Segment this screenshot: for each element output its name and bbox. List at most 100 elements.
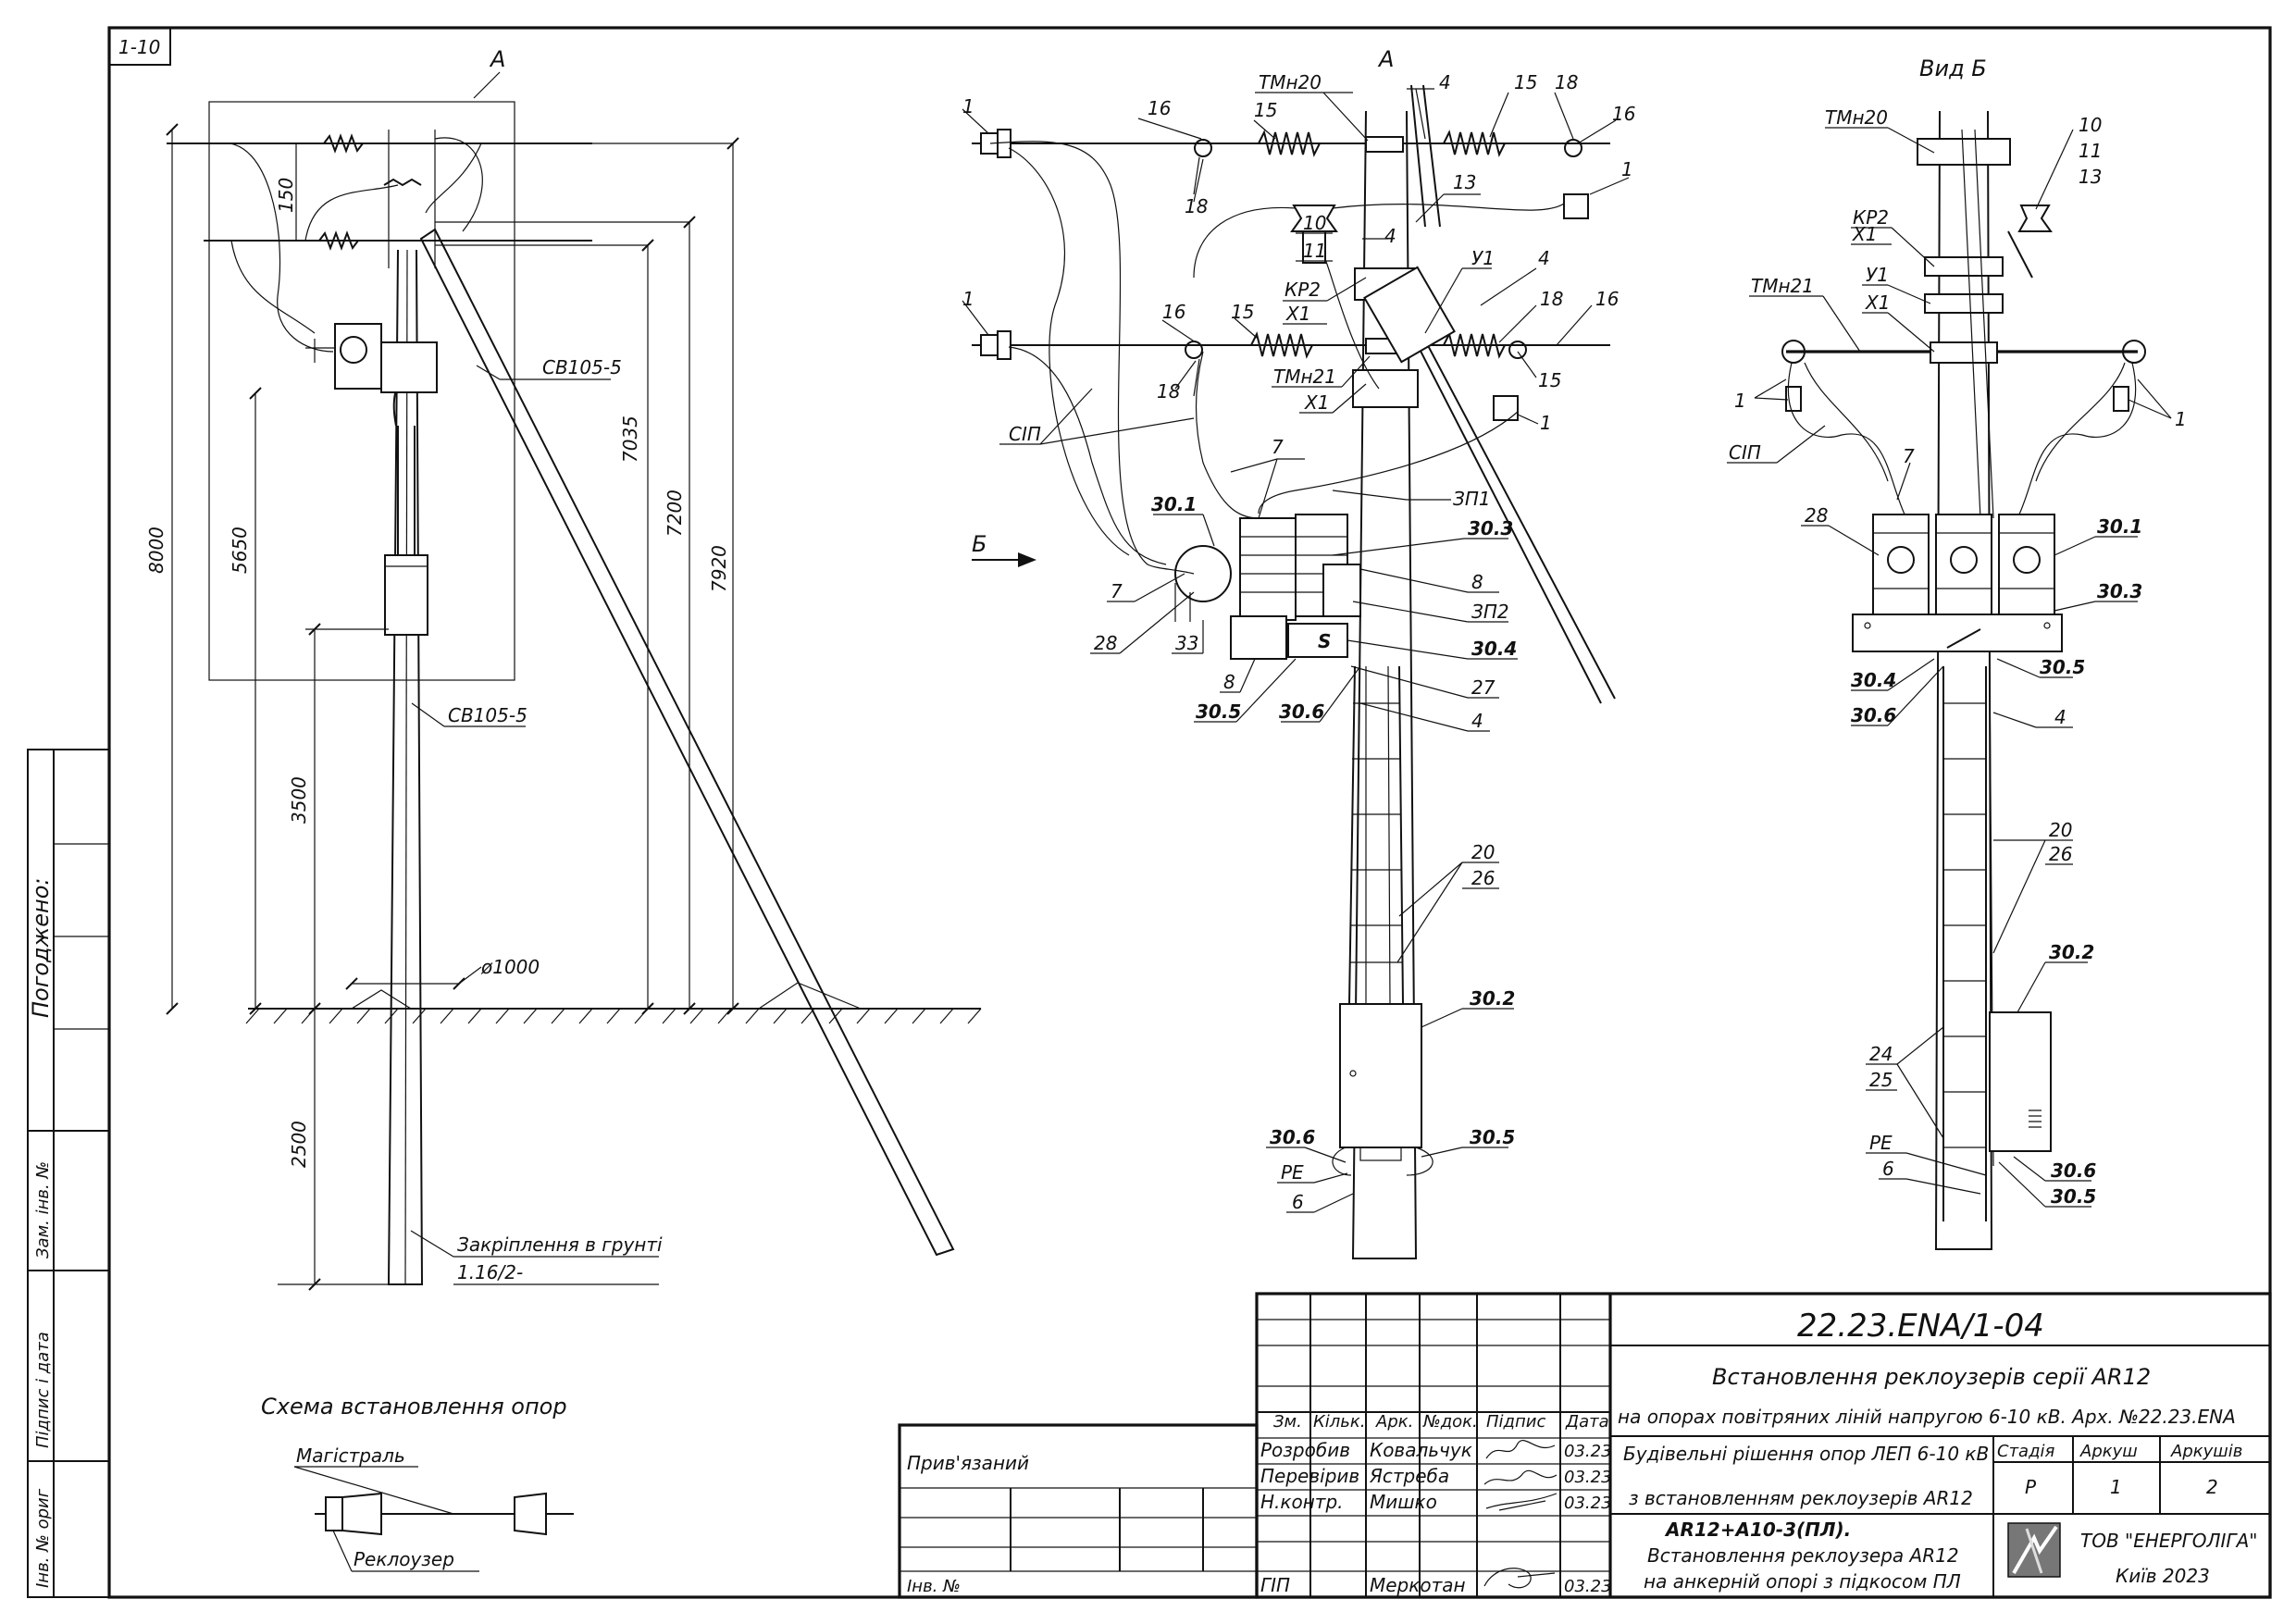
company-city: Київ 2023 — [2116, 1565, 2210, 1587]
label-15d: 15 — [1231, 301, 1254, 323]
label-tmn20: ТМн20 — [1259, 71, 1322, 93]
label-6: 6 — [1292, 1191, 1304, 1213]
label-x1b: Х1 — [1304, 391, 1329, 414]
signature-date-label: Підпис і дата — [33, 1332, 53, 1448]
vb-label-u1: У1 — [1866, 264, 1889, 286]
row-name-3: Мишко — [1370, 1491, 1437, 1513]
label-r304: 30.4 — [1471, 638, 1517, 660]
vb-label-sip: СІП — [1729, 441, 1761, 464]
label-r306a: 30.6 — [1279, 700, 1324, 723]
sheets-header: Аркушів — [2170, 1442, 2242, 1461]
signatures — [1483, 1440, 1558, 1589]
vb-label-r302: 30.2 — [2049, 941, 2094, 963]
label-8b: 8 — [1223, 671, 1235, 693]
recloser-body: S — [1174, 514, 1361, 660]
label-1b: 1 — [962, 288, 974, 310]
title-line-1: Встановлення реклоузерів серії AR12 — [1712, 1364, 2151, 1390]
switch-letter: S — [1318, 630, 1331, 652]
corner-label: 1-10 — [118, 36, 160, 58]
label-16d: 16 — [1162, 301, 1185, 323]
label-r302: 30.2 — [1470, 987, 1515, 1010]
fixing-code-label: 1.16/2- — [457, 1261, 523, 1283]
dim-7920: 7920 — [708, 545, 730, 592]
label-18a: 18 — [1185, 195, 1208, 217]
label-18b: 18 — [1555, 71, 1578, 93]
side-strut — [419, 228, 955, 1257]
dim-diameter: ø1000 — [480, 956, 540, 978]
row-date-1: 03.23 — [1564, 1442, 1612, 1461]
pole-label: СВ105-5 — [448, 704, 527, 726]
label-8a: 8 — [1471, 571, 1483, 593]
hdr-zm: Зм. — [1273, 1412, 1302, 1432]
sheet-header: Аркуш — [2079, 1442, 2138, 1461]
dim-7035: 7035 — [619, 415, 641, 463]
label-18c: 18 — [1540, 288, 1563, 310]
doc-code: 22.23.ENA/1-04 — [1797, 1308, 2044, 1345]
fixing-label: Закріплення в грунті — [457, 1233, 663, 1256]
label-18d: 18 — [1157, 380, 1180, 403]
label-15a: 15 — [1254, 99, 1277, 121]
row-name-1: Ковальчук — [1370, 1439, 1472, 1461]
vb-label-r305: 30.5 — [2040, 656, 2085, 678]
row-date-4: 03.23 — [1564, 1577, 1612, 1596]
clamps — [980, 129, 1589, 421]
label-r305a: 30.5 — [1196, 700, 1241, 723]
dim-5650: 5650 — [229, 527, 251, 574]
vb-label-7: 7 — [1903, 445, 1915, 467]
vb-label-24: 24 — [1869, 1043, 1893, 1065]
vb-label-x1b: Х1 — [1865, 291, 1890, 314]
orig-inv-label: Інв. № ориг — [33, 1488, 53, 1588]
ground-hatching — [245, 1008, 982, 1024]
vb-label-tmn21: ТМн21 — [1751, 275, 1814, 297]
stage-header: Стадія — [1997, 1442, 2055, 1461]
main-line-label: Магістраль — [296, 1444, 405, 1467]
view-b-labels: ТМн20 КР2 Х1 ТМн21 У1 Х1 10 11 13 1 1 — [1727, 106, 2187, 1208]
stage-value: Р — [2025, 1476, 2037, 1498]
label-4a: 4 — [1439, 71, 1451, 93]
vb-label-26: 26 — [2049, 843, 2072, 865]
label-7b: 7 — [1111, 580, 1123, 602]
arrow-b-label: Б — [972, 531, 987, 557]
vb-label-x1a: Х1 — [1852, 223, 1877, 245]
label-r305b: 30.5 — [1470, 1126, 1515, 1148]
hdr-kilk: Кільк. — [1313, 1412, 1366, 1432]
label-15c: 15 — [1538, 369, 1561, 391]
dim-3500: 3500 — [288, 776, 310, 824]
label-4d: 4 — [1471, 710, 1483, 732]
vb-label-1a: 1 — [1734, 390, 1746, 412]
dim-2500: 2500 — [288, 1121, 310, 1168]
hdr-ndok: №док. — [1422, 1412, 1478, 1432]
dim-7200: 7200 — [664, 490, 686, 537]
label-15b: 15 — [1514, 71, 1537, 93]
front-labels: 1 1 1 1 ТМн20 4 15 15 16 16 18 18 — [962, 71, 1635, 1213]
sheet-value: 1 — [2110, 1476, 2122, 1498]
company-name: ТОВ "ЕНЕРГОЛІГА" — [2080, 1530, 2257, 1552]
vb-label-1b: 1 — [2175, 408, 2187, 430]
row-role-3: Н.контр. — [1260, 1491, 1344, 1513]
label-28: 28 — [1094, 632, 1117, 654]
drawing-name-3: на анкерній опорі з підкосом ПЛ — [1644, 1570, 1961, 1593]
label-pe: PE — [1281, 1161, 1304, 1184]
scheme-title: Схема встановлення опор — [261, 1394, 567, 1419]
label-r306b: 30.6 — [1270, 1126, 1315, 1148]
label-r301: 30.1 — [1151, 493, 1197, 515]
row-name-4: Меркотан — [1370, 1574, 1466, 1596]
front-view: А — [962, 46, 1635, 1259]
side-view-label: А — [489, 46, 505, 72]
label-u1: У1 — [1471, 247, 1495, 269]
label-16b: 16 — [1612, 103, 1635, 125]
side-pole — [387, 249, 424, 1285]
front-view-label: А — [1377, 46, 1394, 72]
label-r303: 30.3 — [1468, 517, 1513, 539]
label-16a: 16 — [1148, 97, 1171, 119]
vb-label-kp2: КР2 — [1853, 206, 1889, 229]
vb-label-r303: 30.3 — [2097, 580, 2142, 602]
hdr-data: Дата — [1565, 1412, 1609, 1432]
strut-label: СВ105-5 — [542, 356, 622, 378]
left-margin-stamp: Погоджено: Зам. інв. № Підпис і дата Інв… — [27, 749, 110, 1598]
label-13: 13 — [1453, 171, 1476, 193]
row-role-1: Розробив — [1260, 1439, 1350, 1461]
vb-label-13: 13 — [2079, 166, 2102, 188]
installation-scheme: Схема встановлення опор Магістраль Рекло… — [261, 1394, 574, 1572]
vb-label-r306: 30.6 — [1851, 704, 1896, 726]
